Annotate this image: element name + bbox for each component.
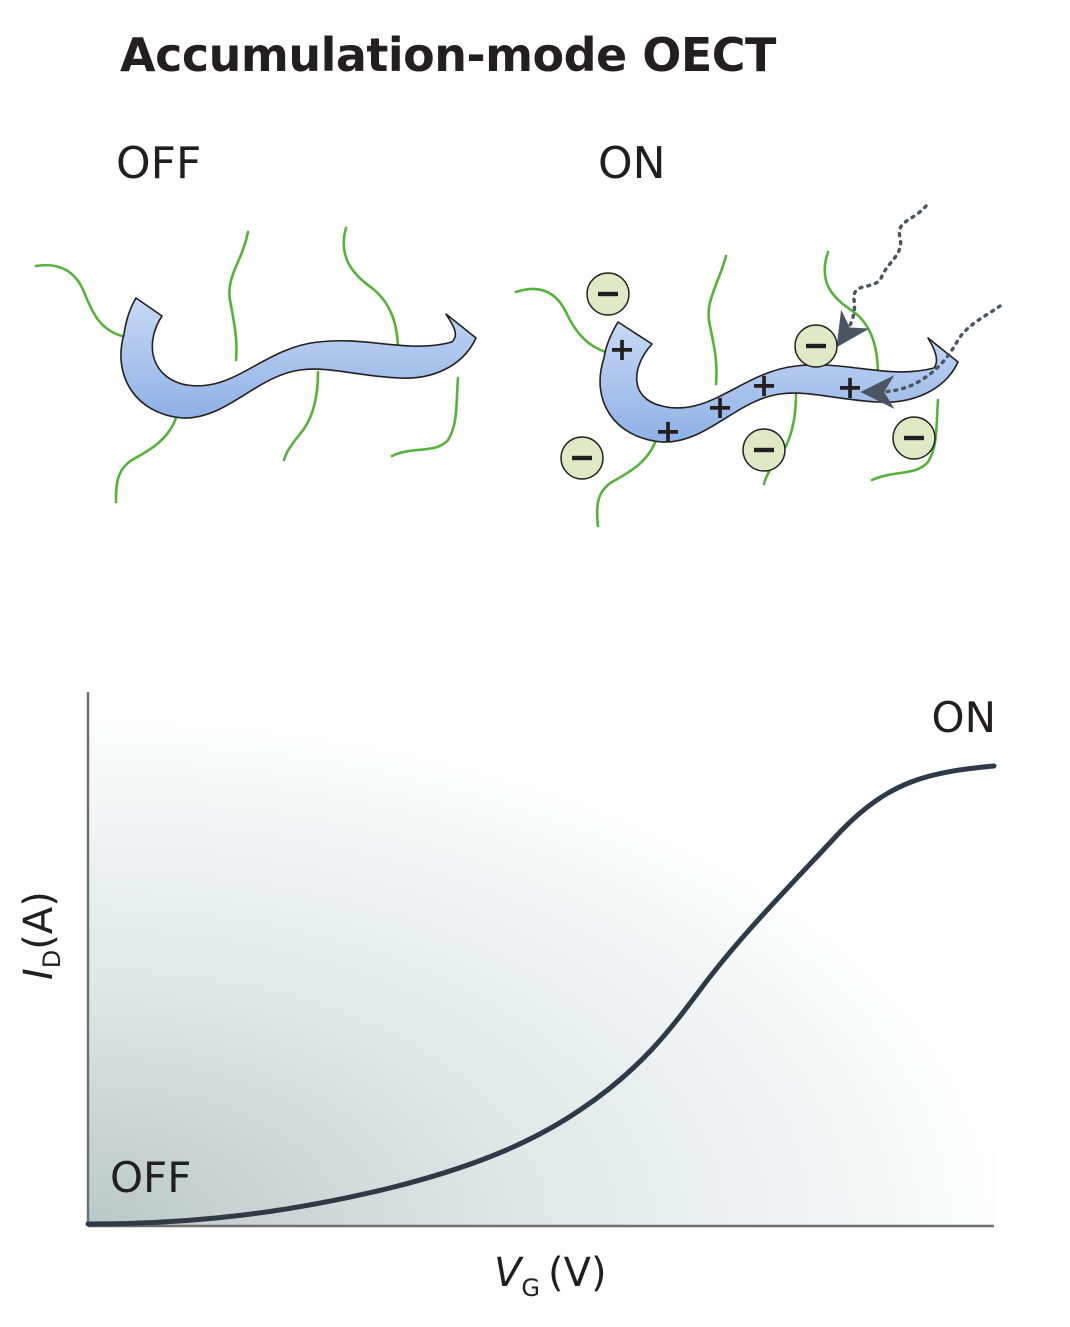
dotted-arrow-icon — [860, 304, 1002, 409]
on-side-chain-2 — [707, 254, 728, 386]
off-side-chain-2 — [228, 230, 250, 362]
transfer-curve-plot: ON OFF ID(A) VG(V) — [16, 692, 997, 1302]
plus-icon: + — [655, 412, 682, 450]
x-axis-label: VG(V) — [494, 1250, 607, 1302]
off-side-chain-3 — [342, 226, 400, 354]
off-side-chain-5 — [282, 370, 320, 462]
on-side-chain-1 — [514, 287, 608, 354]
anion-icon — [892, 416, 936, 460]
on-polymer: + + + + + — [514, 204, 1002, 528]
plus-icon: + — [609, 330, 636, 368]
plot-on-label: ON — [932, 693, 996, 742]
off-side-chain-6 — [390, 376, 460, 458]
plus-icon: + — [837, 368, 864, 406]
figure-title: Accumulation-mode OECT — [120, 28, 776, 82]
anions — [560, 272, 936, 480]
off-side-chains — [34, 226, 460, 504]
hole-charges: + + + + + — [609, 330, 864, 450]
plot-background-gradient — [88, 720, 994, 1226]
anion-icon — [560, 436, 604, 480]
anion-icon — [742, 428, 786, 472]
off-side-chain-1 — [34, 263, 124, 338]
transfer-curve — [85, 763, 997, 1227]
plus-icon: + — [751, 366, 778, 404]
on-side-chain-6 — [870, 398, 940, 482]
on-state-label: ON — [598, 138, 666, 189]
off-polymer — [34, 226, 477, 504]
dotted-arrow-icon — [836, 204, 928, 348]
plus-icon: + — [707, 388, 734, 426]
anion-icon — [794, 324, 838, 368]
off-state-label: OFF — [116, 138, 202, 189]
on-side-chain-4 — [595, 438, 658, 528]
ion-paths — [836, 204, 1002, 409]
anion-icon — [586, 272, 630, 316]
off-ribbon — [120, 297, 477, 419]
y-axis-label: ID(A) — [16, 891, 66, 980]
plot-off-label: OFF — [110, 1153, 191, 1202]
on-ribbon — [599, 321, 959, 443]
off-side-chain-4 — [114, 416, 178, 504]
